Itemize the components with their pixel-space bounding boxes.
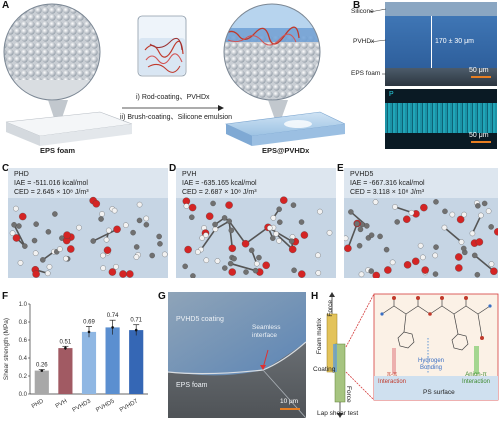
pi-pi-label: π-π Interaction xyxy=(378,372,407,385)
force-top-label: Force xyxy=(327,300,334,317)
mean-point xyxy=(111,326,114,329)
element-label: P xyxy=(389,91,394,98)
mean-point xyxy=(134,328,138,332)
category-label: PVH xyxy=(55,399,69,410)
lap-shear-schematic xyxy=(326,292,499,418)
layer-pvhdx-label: PVHDx xyxy=(353,38,375,45)
value-label: 0.26 xyxy=(36,363,48,369)
coating-h-label: Coating xyxy=(313,366,336,373)
bar-pvh xyxy=(58,348,73,394)
layer-silicone-label: Silicone xyxy=(351,8,374,15)
md-ced-pvhd5: CED = 3.118 × 10⁸ J/m³ xyxy=(350,189,425,196)
md-title-phd: PHD xyxy=(14,171,29,178)
category-label: PVHD5 xyxy=(95,398,116,414)
step2-text: ii) Brush-coating、Silicone emulsion xyxy=(120,114,233,121)
value-label: 0.51 xyxy=(60,339,72,345)
step1-text: i) Rod-coating、PVHDx xyxy=(136,94,210,101)
scalebar-top-label: 50 μm xyxy=(469,67,489,74)
md-ced-pvh: CED = 2.687 × 10⁸ J/m³ xyxy=(182,189,257,196)
y-tick-label: 0.0 xyxy=(19,392,28,398)
md-snapshot-pvhd5 xyxy=(344,168,498,278)
panel-label-e: E xyxy=(337,163,344,174)
panel-label-f: F xyxy=(2,291,9,302)
panel-label-d: D xyxy=(169,163,177,174)
eps-foam-caption: EPS foam xyxy=(40,146,76,155)
sem-interface-image: PVHD5 coating Seamless interface EPS foa… xyxy=(168,292,306,418)
md-ced-phd: CED = 2.645 × 10⁸ J/m³ xyxy=(14,189,89,196)
y-tick-label: 1.0 xyxy=(19,302,28,308)
foam-matrix-label: Foam matrix xyxy=(316,318,323,355)
layer-eps-label: EPS foam xyxy=(351,70,381,77)
md-title-pvhd5: PVHD5 xyxy=(350,171,374,178)
bar-phd xyxy=(34,370,49,394)
md-iae-phd: IAE = -511.016 kcal/mol xyxy=(14,180,88,187)
panel-label-h: H xyxy=(311,291,319,302)
scalebar-bottom-label: 50 μm xyxy=(469,132,489,139)
category-label: PVHD7 xyxy=(119,398,140,414)
foam-label: EPS foam xyxy=(176,382,208,389)
md-snapshot-phd xyxy=(8,168,168,278)
y-tick-label: 0.8 xyxy=(19,320,28,326)
category-label: PVHD3 xyxy=(72,398,93,414)
panel-label-c: C xyxy=(2,163,10,174)
panel-label-g: G xyxy=(158,291,166,302)
value-label: 0.71 xyxy=(130,318,142,324)
anion-pi-label: Anion-π Interaction xyxy=(462,372,491,385)
layer-leader-lines xyxy=(370,8,386,75)
hbond-label: Hydrogen Bonding xyxy=(418,358,445,371)
value-label: 0.74 xyxy=(107,313,119,319)
eps-pvhdx-caption: EPS@PVHDx xyxy=(262,146,310,155)
force-bottom-label: Force xyxy=(345,386,352,403)
y-axis-label: Shear strength (MPa) xyxy=(3,318,10,380)
value-label: 0.69 xyxy=(83,320,95,326)
mean-point xyxy=(87,330,91,334)
interface-label: Seamless interface xyxy=(252,324,281,339)
y-tick-label: 0.6 xyxy=(19,338,28,344)
sem-cross-section: 170 ± 30 μm 50 μm xyxy=(385,2,497,86)
coating-label: PVHD5 coating xyxy=(176,316,224,323)
md-iae-pvh: IAE = -635.165 kcal/mol xyxy=(182,180,257,187)
eds-phosphorus-map: P 50 μm xyxy=(385,89,497,149)
md-snapshot-pvh xyxy=(176,168,336,278)
panel-label-b: B xyxy=(353,0,361,11)
schematic-a xyxy=(3,3,345,146)
bar-pvhd7 xyxy=(129,330,144,394)
scalebar-g-label: 10 μm xyxy=(280,398,299,405)
panel-label-a: A xyxy=(2,0,10,11)
category-label: PHD xyxy=(31,398,46,410)
ps-surface-label: PS surface xyxy=(423,389,455,396)
mean-point xyxy=(40,369,44,372)
mean-point xyxy=(64,346,67,350)
lap-shear-test-label: Lap shear test xyxy=(317,410,359,417)
md-iae-pvhd5: IAE = -667.316 kcal/mol xyxy=(350,180,425,187)
md-title-pvh: PVH xyxy=(182,171,197,178)
thickness-label: 170 ± 30 μm xyxy=(435,38,475,45)
y-tick-label: 0.2 xyxy=(19,374,28,380)
bar-pvhd3 xyxy=(81,331,97,394)
beaker-icon xyxy=(137,15,187,77)
bar-pvhd5 xyxy=(105,327,120,394)
y-tick-label: 0.4 xyxy=(19,356,28,362)
